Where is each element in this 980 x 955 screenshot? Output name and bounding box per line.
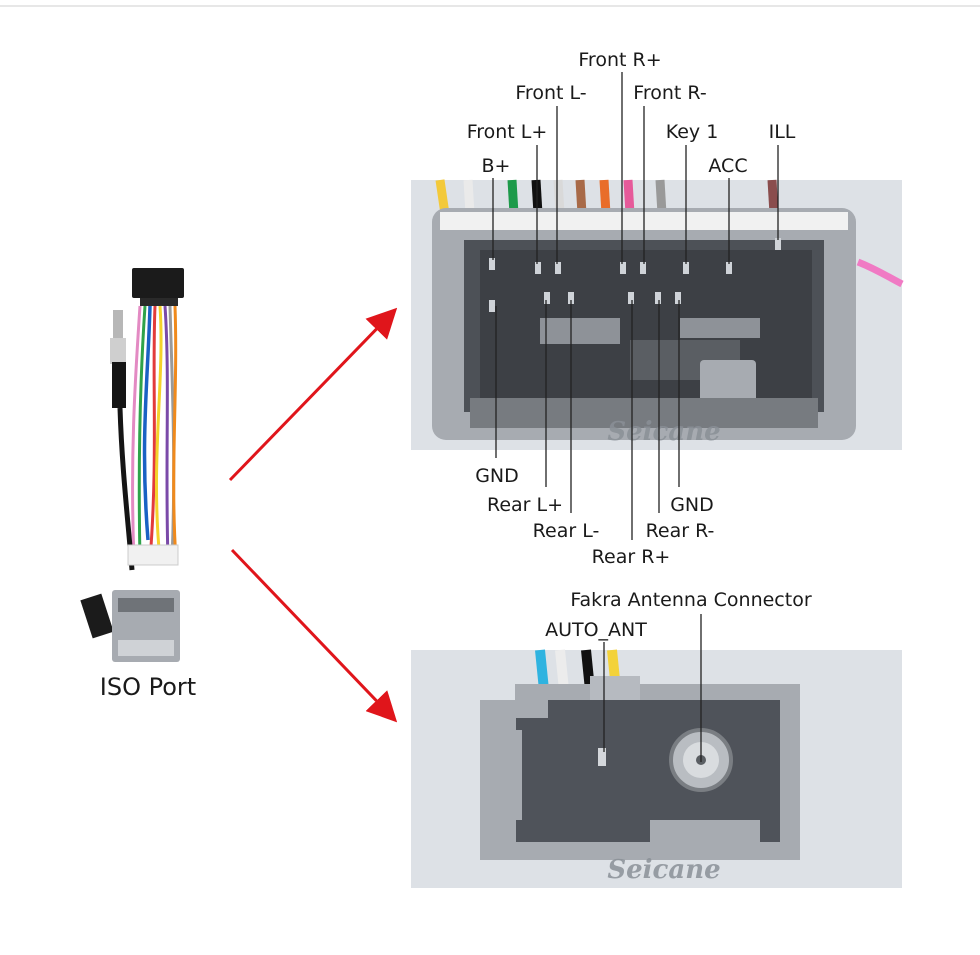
label-front-r-plus: Front R+ [578,49,661,71]
antenna-connector-photo: Seicane [411,649,902,888]
label-gnd-right: GND [670,494,714,516]
label-acc: ACC [708,155,747,177]
bottom-leader-lines [495,300,680,540]
iso-harness-image [80,268,184,662]
iso-connector-photo: Seicane [411,179,904,450]
label-rear-r-minus: Rear R- [646,520,715,542]
label-b-plus: B+ [482,155,511,177]
antenna-leader-lines [603,614,702,762]
label-front-l-plus: Front L+ [467,121,548,143]
iso-connector-watermark: Seicane [607,417,720,447]
label-key-1: Key 1 [666,121,719,143]
label-rear-r-plus: Rear R+ [592,546,671,568]
label-front-r-minus: Front R- [633,82,706,104]
label-ill: ILL [769,121,796,143]
label-rear-l-plus: Rear L+ [487,494,563,516]
arrow-to-antenna-connector [230,548,398,723]
label-front-l-minus: Front L- [515,82,586,104]
antenna-connector-watermark: Seicane [607,855,720,885]
label-gnd-left: GND [475,465,519,487]
top-leader-lines [492,72,779,264]
iso-port-label: ISO Port [100,673,196,701]
label-rear-l-minus: Rear L- [533,520,600,542]
arrow-to-iso-connector [228,307,398,482]
label-auto-ant: AUTO_ANT [545,619,647,641]
label-fakra-antenna-connector: Fakra Antenna Connector [570,589,811,611]
